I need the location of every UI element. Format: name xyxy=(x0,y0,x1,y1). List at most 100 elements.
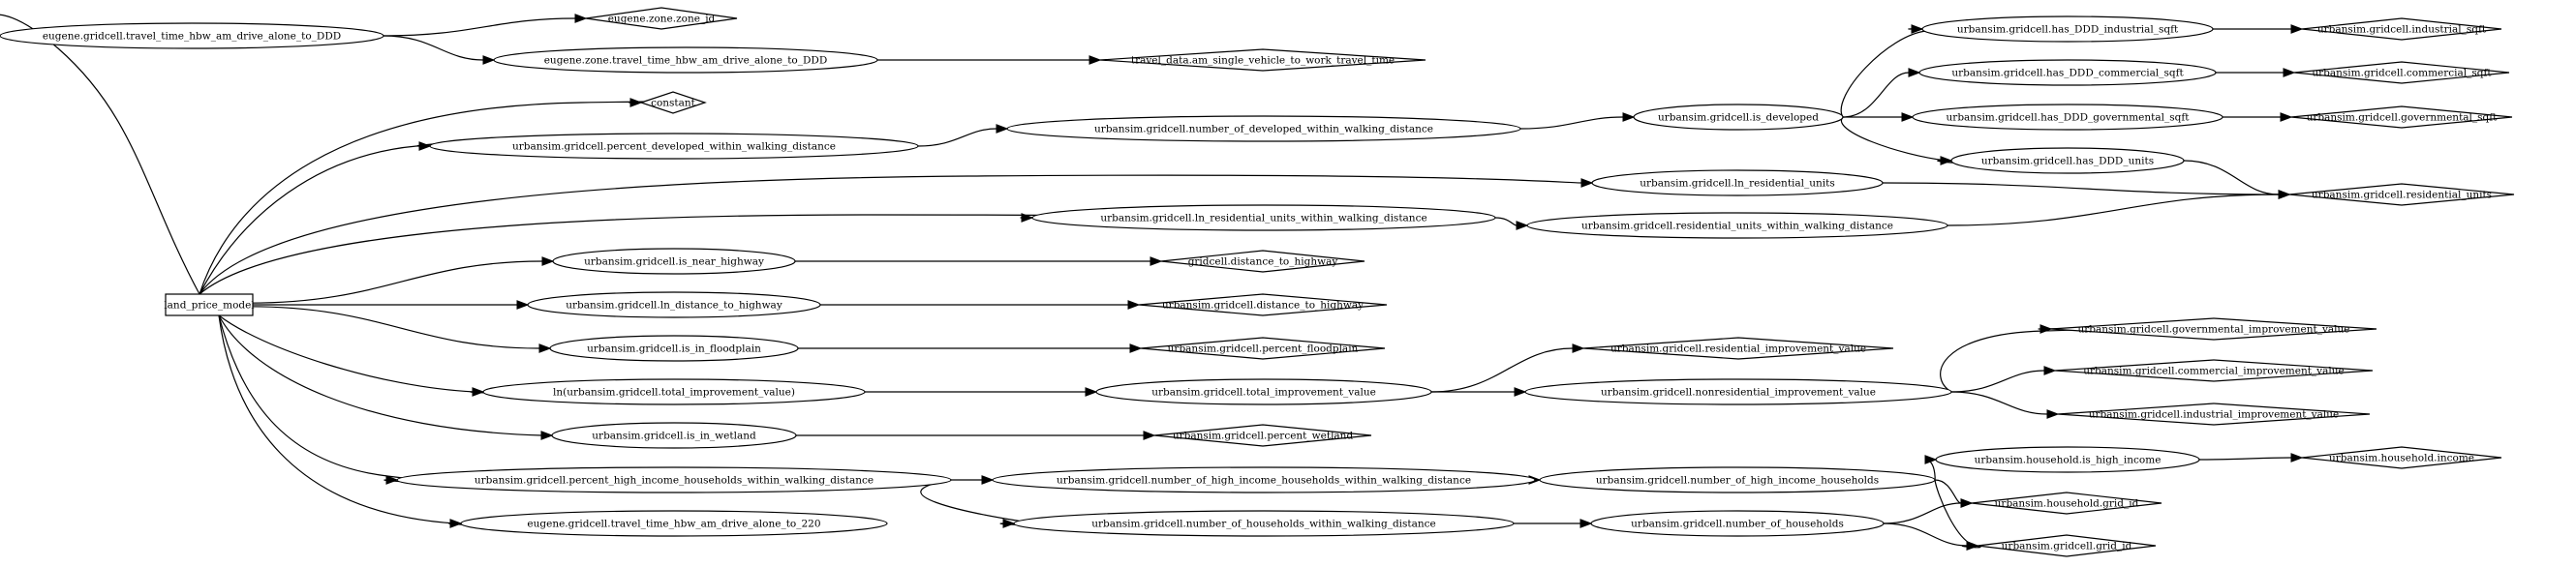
edge-nonresidential-improvement-to-industrial-improvement xyxy=(1950,391,2060,419)
edge-land-price-model-to-is-in-floodplain xyxy=(248,306,552,353)
node-ellipse xyxy=(552,248,796,275)
arrowhead xyxy=(2290,24,2304,34)
node-nonresidential-improvement: urbansim.gridcell.nonresidential_improve… xyxy=(1524,378,1952,405)
edge-line xyxy=(1934,479,1962,504)
arrowhead xyxy=(472,387,485,397)
node-diamond xyxy=(1153,424,1372,447)
node-label: urbansim.gridcell.number_of_high_income_… xyxy=(1596,475,1879,487)
arrowhead xyxy=(2039,324,2053,334)
node-label: urbansim.gridcell.ln_distance_to_highway xyxy=(566,300,782,312)
nodes-layer: land_price_modeleugene.gridcell.travel_t… xyxy=(0,7,2515,557)
node-constant: constant xyxy=(639,91,707,114)
edge-land-price-model-to-ln-total-improvement xyxy=(218,314,514,397)
edge-land-price-model-to-ln-distance-to-highway xyxy=(249,300,530,310)
node-num-high-income-wwd: urbansim.gridcell.number_of_high_income_… xyxy=(992,466,1536,493)
node-has-ddd-units: urbansim.gridcell.has_DDD_units xyxy=(1950,147,2185,174)
arrowhead xyxy=(1089,55,1102,65)
arrowhead xyxy=(2290,453,2304,463)
arrowhead xyxy=(1966,541,1979,551)
node-label: eugene.zone.travel_time_hbw_am_drive_alo… xyxy=(544,55,828,67)
node-diamond xyxy=(2290,105,2513,129)
node-ellipse xyxy=(551,422,797,449)
node-label: urbansim.gridcell.has_DDD_units xyxy=(1981,156,2154,167)
node-diamond xyxy=(585,7,738,30)
node-label: ln(urbansim.gridcell.total_improvement_v… xyxy=(553,387,795,399)
node-industrial-improvement: urbansim.gridcell.industrial_improvement… xyxy=(2057,403,2371,426)
node-u-distance-to-highway: urbansim.gridcell.distance_to_highway xyxy=(1138,293,1388,316)
node-label: urbansim.gridcell.nonresidential_improve… xyxy=(1601,387,1876,399)
edge-num-households-wwd-to-num-households xyxy=(1513,519,1593,528)
node-diamond xyxy=(1099,48,1426,72)
edge-line xyxy=(0,14,200,295)
node-residential-improvement: urbansim.gridcell.residential_improvemen… xyxy=(1582,337,1894,360)
node-ellipse xyxy=(1918,59,2217,86)
arrowhead xyxy=(418,141,432,151)
arrowhead xyxy=(1622,112,1636,122)
edge-has-ddd-commercial-to-commercial-sqft xyxy=(2216,68,2296,77)
edge-num-developed-wwd-to-is-developed xyxy=(1519,112,1636,130)
node-ellipse xyxy=(1921,15,2214,43)
node-diamond xyxy=(2288,183,2515,206)
edge-line xyxy=(199,174,1582,295)
edge-eugene-zone-travel-ddd-to-travel-data-single-vehicle xyxy=(877,55,1102,65)
edge-line xyxy=(218,314,524,529)
node-hh-income: urbansim.household.income xyxy=(2301,446,2502,469)
arrowhead xyxy=(538,343,552,353)
edge-total-improvement-to-residential-improvement xyxy=(1430,343,1585,393)
arrowhead xyxy=(1085,387,1098,397)
edge-is-in-wetland-to-percent-wetland xyxy=(795,431,1156,440)
edge-line xyxy=(1519,116,1624,130)
node-has-ddd-commercial: urbansim.gridcell.has_DDD_commercial_sqf… xyxy=(1918,59,2217,86)
edge-line xyxy=(199,141,457,295)
node-diamond xyxy=(1582,337,1894,360)
node-label: urbansim.gridcell.has_DDD_commercial_sqf… xyxy=(1951,68,2184,79)
node-is-in-floodplain: urbansim.gridcell.is_in_floodplain xyxy=(549,335,799,362)
edge-land-price-model-to-pct-developed-wwd xyxy=(199,141,457,295)
edge-line xyxy=(1934,479,1981,549)
node-percent-floodplain: urbansim.gridcell.percent_floodplain xyxy=(1140,337,1386,360)
arrowhead xyxy=(1129,343,1143,353)
node-label: urbansim.gridcell.grid_id xyxy=(2002,541,2132,552)
edge-line xyxy=(248,260,543,304)
edge-line xyxy=(1842,72,1910,118)
node-ellipse xyxy=(1006,115,1521,142)
node-label: urbansim.gridcell.residential_improvemen… xyxy=(1610,343,1866,355)
edge-is-in-floodplain-to-percent-floodplain xyxy=(798,343,1143,353)
arrowhead xyxy=(1579,519,1593,528)
edge-has-ddd-governmental-to-governmental-sqft xyxy=(2223,112,2293,122)
arrowhead xyxy=(629,98,643,107)
node-ellipse xyxy=(1013,510,1515,537)
node-hh-grid-id: urbansim.household.grid_id xyxy=(1971,492,2162,515)
node-diamond xyxy=(2057,403,2371,426)
node-label: urbansim.gridcell.is_in_floodplain xyxy=(587,343,761,355)
arrowhead xyxy=(1901,112,1915,122)
node-is-near-highway: urbansim.gridcell.is_near_highway xyxy=(552,248,796,275)
edge-pct-high-income-wwd-to-num-high-income-wwd xyxy=(951,475,995,485)
edge-land-price-model-to-eugene-gc-travel-220 xyxy=(218,314,524,529)
node-label: urbansim.gridcell.industrial_improvement… xyxy=(2089,409,2339,421)
node-gc-distance-to-highway: gridcell.distance_to_highway xyxy=(1160,250,1365,273)
node-label: urbansim.gridcell.number_of_households xyxy=(1631,519,1844,530)
arrowhead xyxy=(449,519,463,528)
edge-is-near-highway-to-gc-distance-to-highway xyxy=(795,256,1163,266)
edge-total-improvement-to-nonresidential-improvement xyxy=(1431,387,1527,397)
node-diamond xyxy=(2054,359,2374,382)
edge-num-high-income-to-gc-grid-id xyxy=(1934,479,1981,551)
node-ellipse xyxy=(1912,104,2223,131)
node-label: eugene.zone.zone_id xyxy=(608,14,716,25)
edge-line xyxy=(1940,328,2087,393)
node-ellipse xyxy=(1633,104,1844,131)
node-label: urbansim.household.is_high_income xyxy=(1975,455,2162,466)
node-hh-is-high-income: urbansim.household.is_high_income xyxy=(1935,446,2200,473)
arrowhead xyxy=(2278,190,2291,199)
node-ln-total-improvement: ln(urbansim.gridcell.total_improvement_v… xyxy=(482,378,866,405)
arrowhead xyxy=(1940,156,1953,165)
node-ellipse xyxy=(396,466,952,493)
edge-land-price-model-to-eugene-gc-travel-ddd xyxy=(0,14,200,295)
edge-pct-high-income-wwd-to-num-households-wwd xyxy=(920,479,1033,528)
edge-is-developed-to-has-ddd-commercial xyxy=(1842,68,1921,118)
node-label: urbansim.gridcell.residential_units xyxy=(2312,190,2492,201)
edge-nonresidential-improvement-to-governmental-improvement xyxy=(1940,324,2087,393)
node-gc-grid-id: urbansim.gridcell.grid_id xyxy=(1977,534,2157,557)
